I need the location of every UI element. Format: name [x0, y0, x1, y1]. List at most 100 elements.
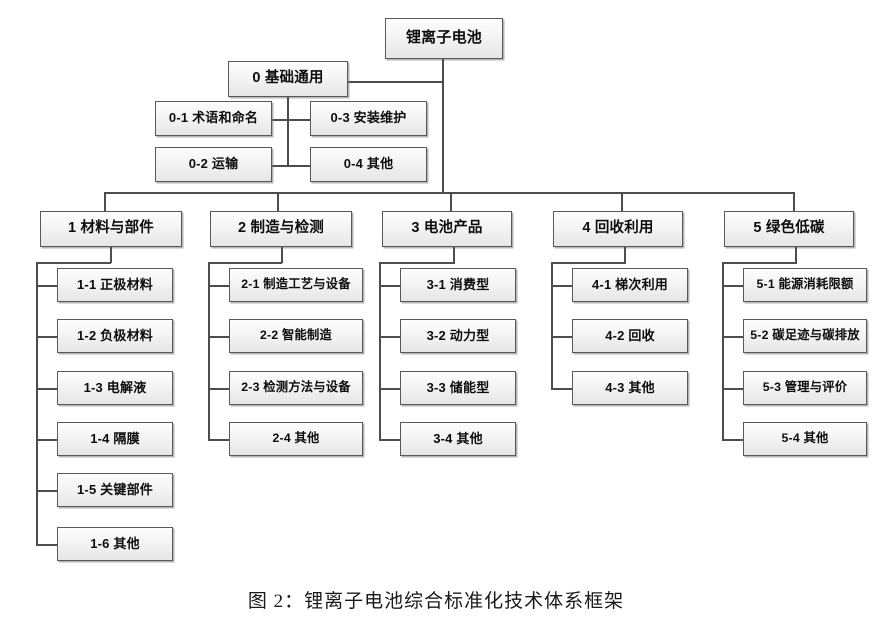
connector-col5-arm-4 — [722, 439, 744, 441]
node-1-4[interactable]: 1-4 隔膜 — [57, 422, 173, 456]
node-4-3[interactable]: 4-3 其他 — [572, 371, 688, 405]
connector-col4-spine — [551, 262, 553, 389]
connector-col2-topbar — [208, 262, 282, 264]
node-2-1-label: 2-1 制造工艺与设备 — [241, 277, 351, 292]
node-3-1[interactable]: 3-1 消费型 — [400, 268, 516, 302]
connector-col1-arm-3 — [36, 388, 58, 390]
node-3-1-label: 3-1 消费型 — [426, 276, 490, 292]
node-root[interactable]: 锂离子电池 — [385, 18, 503, 59]
connector-col5-stub — [795, 247, 797, 263]
connector-col4-stub — [624, 247, 626, 263]
node-3-2-label: 3-2 动力型 — [426, 327, 490, 343]
node-col4[interactable]: 4 回收利用 — [553, 211, 683, 247]
node-4-1[interactable]: 4-1 梯次利用 — [572, 268, 688, 302]
connector-col2-arm-3 — [208, 388, 230, 390]
node-5-2[interactable]: 5-2 碳足迹与碳排放 — [743, 319, 867, 353]
connector-col5-arm-3 — [722, 388, 744, 390]
connector-drop-col2 — [277, 192, 279, 211]
figure-caption: 图 2：锂离子电池综合标准化技术体系框架 — [247, 591, 625, 612]
node-2-2[interactable]: 2-2 智能制造 — [229, 319, 363, 353]
connector-col2-arm-1 — [208, 285, 230, 287]
node-1-1[interactable]: 1-1 正极材料 — [57, 268, 173, 302]
node-1-2-label: 1-2 负极材料 — [76, 327, 153, 343]
connector-col1-arm-2 — [36, 336, 58, 338]
connector-level1-bus — [104, 192, 794, 194]
node-1-3-label: 1-3 电解液 — [83, 379, 147, 395]
connector-col5-arm-1 — [722, 285, 744, 287]
node-5-3-label: 5-3 管理与评价 — [762, 380, 848, 395]
node-0-2[interactable]: 0-2 运输 — [155, 147, 272, 182]
connector-col2-arm-4 — [208, 439, 230, 441]
connector-col4-topbar — [551, 262, 626, 264]
node-3-4-label: 3-4 其他 — [433, 430, 483, 446]
node-section0[interactable]: 0 基础通用 — [228, 61, 348, 97]
connector-col2-arm-2 — [208, 336, 230, 338]
connector-col1-topbar — [36, 262, 111, 264]
connector-col1-arm-6 — [36, 544, 58, 546]
connector-root-spine — [442, 59, 444, 193]
connector-col4-arm-3 — [551, 388, 573, 390]
node-1-5[interactable]: 1-5 关键部件 — [57, 473, 173, 507]
node-5-4-label: 5-4 其他 — [781, 431, 829, 446]
connector-section0-spine — [287, 97, 289, 166]
node-5-1[interactable]: 5-1 能源消耗限额 — [743, 268, 867, 302]
node-2-2-label: 2-2 智能制造 — [260, 328, 332, 343]
node-2-3[interactable]: 2-3 检测方法与设备 — [229, 371, 363, 405]
node-col2[interactable]: 2 制造与检测 — [210, 211, 352, 247]
node-col3-label: 3 电池产品 — [411, 220, 483, 237]
node-2-4-label: 2-4 其他 — [272, 431, 320, 446]
connector-col4-arm-2 — [551, 336, 573, 338]
connector-drop-col4 — [621, 192, 623, 211]
connector-col5-topbar — [722, 262, 797, 264]
node-1-4-label: 1-4 隔膜 — [90, 430, 140, 446]
node-5-4[interactable]: 5-4 其他 — [743, 422, 867, 456]
node-0-1[interactable]: 0-1 术语和命名 — [155, 101, 272, 136]
node-0-4[interactable]: 0-4 其他 — [310, 147, 427, 182]
node-col4-label: 4 回收利用 — [582, 220, 654, 237]
connector-col1-spine — [36, 262, 38, 545]
connector-col3-arm-2 — [379, 336, 401, 338]
node-4-2[interactable]: 4-2 回收 — [572, 319, 688, 353]
connector-col1-arm-4 — [36, 439, 58, 441]
node-1-5-label: 1-5 关键部件 — [76, 481, 153, 497]
node-5-2-label: 5-2 碳足迹与碳排放 — [750, 328, 860, 343]
node-4-1-label: 4-1 梯次利用 — [591, 276, 668, 292]
node-1-3[interactable]: 1-3 电解液 — [57, 371, 173, 405]
node-0-3[interactable]: 0-3 安装维护 — [310, 101, 427, 136]
node-section0-label: 0 基础通用 — [252, 70, 324, 87]
node-root-label: 锂离子电池 — [405, 29, 482, 47]
node-col5-label: 5 绿色低碳 — [753, 220, 825, 237]
node-2-3-label: 2-3 检测方法与设备 — [241, 380, 351, 395]
node-4-2-label: 4-2 回收 — [605, 327, 655, 343]
node-2-1[interactable]: 2-1 制造工艺与设备 — [229, 268, 363, 302]
node-0-1-label: 0-1 术语和命名 — [168, 110, 259, 126]
connector-col1-arm-5 — [36, 490, 58, 492]
connector-drop-col5 — [793, 192, 795, 211]
connector-root-to-section0 — [345, 81, 443, 83]
connector-col2-spine — [208, 262, 210, 440]
node-0-2-label: 0-2 运输 — [188, 156, 239, 172]
node-1-6-label: 1-6 其他 — [90, 535, 140, 551]
connector-col1-arm-1 — [36, 285, 58, 287]
node-1-2[interactable]: 1-2 负极材料 — [57, 319, 173, 353]
connector-col3-arm-1 — [379, 285, 401, 287]
node-col2-label: 2 制造与检测 — [238, 220, 324, 237]
node-5-1-label: 5-1 能源消耗限额 — [756, 277, 854, 292]
connector-col3-stub — [453, 247, 455, 263]
node-col3[interactable]: 3 电池产品 — [382, 211, 512, 247]
connector-section0-row1 — [272, 119, 318, 121]
node-1-6[interactable]: 1-6 其他 — [57, 527, 173, 561]
connector-drop-col1 — [104, 192, 106, 211]
node-3-3[interactable]: 3-3 储能型 — [400, 371, 516, 405]
node-col5[interactable]: 5 绿色低碳 — [724, 211, 854, 247]
node-col1[interactable]: 1 材料与部件 — [40, 211, 182, 247]
connector-drop-col3 — [450, 192, 452, 211]
node-col1-label: 1 材料与部件 — [68, 220, 154, 237]
connector-col1-stub — [110, 247, 112, 263]
node-3-4[interactable]: 3-4 其他 — [400, 422, 516, 456]
node-3-2[interactable]: 3-2 动力型 — [400, 319, 516, 353]
node-2-4[interactable]: 2-4 其他 — [229, 422, 363, 456]
node-3-3-label: 3-3 储能型 — [426, 379, 490, 395]
node-5-3[interactable]: 5-3 管理与评价 — [743, 371, 867, 405]
